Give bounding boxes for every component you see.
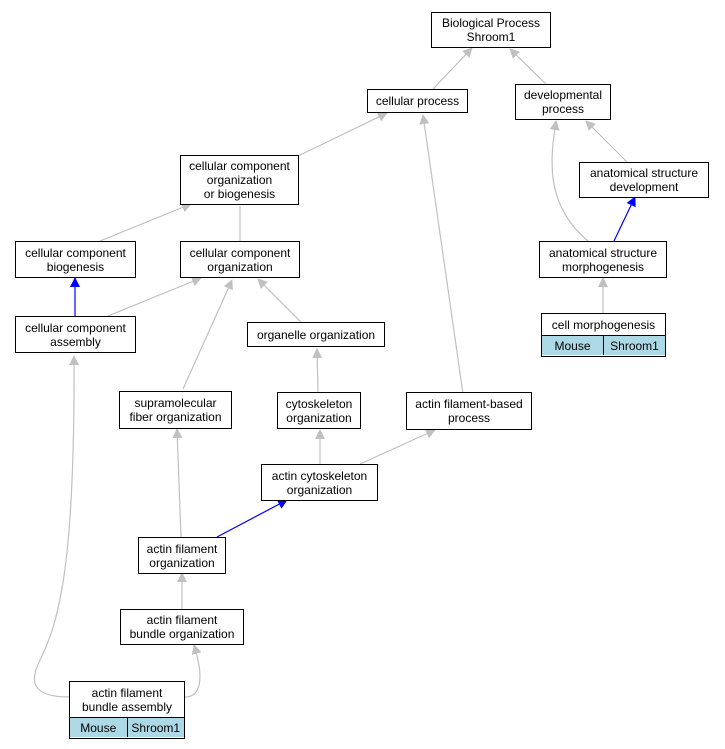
node-label: actin filament bundle assembly	[81, 685, 173, 714]
node-label: cell morphogenesis	[551, 317, 656, 332]
edge-developmental-to-bp	[509, 48, 547, 85]
edge-afo-to-aco	[216, 499, 288, 538]
node-label: cellular component organization or bioge…	[189, 159, 290, 201]
node-label: developmental process	[523, 88, 603, 116]
edge-ccb-to-ccob	[99, 202, 192, 242]
edge-supra-to-cco	[182, 279, 233, 390]
edge-organelle-to-cco	[257, 278, 302, 323]
node-label: cellular process	[375, 94, 460, 108]
edge-asm-to-developmental	[549, 120, 589, 242]
edge-aco-to-afbp	[359, 429, 436, 465]
species-cell: Mouse	[542, 336, 603, 355]
gene-cell: Shroom1	[126, 718, 184, 737]
node-label: cellular component biogenesis	[25, 245, 126, 274]
edge-cyto-to-organelle	[312, 348, 323, 393]
node-biological-process[interactable]: Biological Process Shroom1	[431, 12, 551, 48]
edge-afbp-to-cellular-process	[419, 114, 464, 395]
node-label: actin filament-based process	[415, 397, 523, 425]
node-label: anatomical structure morphogenesis	[548, 245, 658, 274]
node-cellular-component-assembly[interactable]: cellular component assembly	[15, 316, 136, 353]
node-developmental-process[interactable]: developmental process	[515, 84, 611, 120]
node-organelle-organization[interactable]: organelle organization	[247, 322, 385, 347]
node-cytoskeleton-organization[interactable]: cytoskeleton organization	[277, 392, 361, 429]
gene-cell: Shroom1	[603, 336, 665, 355]
annotated-node-actin-filament-bundle-assembly[interactable]: actin filament bundle assembly Mouse Shr…	[69, 681, 185, 739]
node-actin-cytoskeleton-organization[interactable]: actin cytoskeleton organization	[261, 464, 378, 501]
node-actin-filament-based-process[interactable]: actin filament-based process	[406, 392, 532, 430]
annotation-row: Mouse Shroom1	[542, 335, 665, 355]
node-cellular-component-organization[interactable]: cellular component organization	[180, 241, 300, 278]
edge-cellular-process-to-bp	[432, 47, 473, 90]
node-label: organelle organization	[256, 327, 376, 342]
edge-ccob-to-cellular-process	[297, 112, 388, 157]
edge-asd-to-developmental	[585, 120, 628, 163]
annotated-node-cell-morphogenesis[interactable]: cell morphogenesis Mouse Shroom1	[541, 313, 666, 357]
node-label: actin filament organization	[146, 541, 218, 570]
node-anatomical-structure-development[interactable]: anatomical structure development	[579, 162, 709, 198]
node-label: cellular component organization	[189, 245, 291, 274]
node-label: cellular component assembly	[25, 320, 126, 349]
annotation-row: Mouse Shroom1	[70, 717, 184, 737]
node-label: cytoskeleton organization	[285, 396, 353, 425]
edge-cca-to-cco	[107, 276, 202, 317]
node-cellular-component-organization-or-biogenesis[interactable]: cellular component organization or bioge…	[180, 155, 299, 205]
edge-afba-to-afbo	[184, 644, 202, 698]
node-actin-filament-bundle-organization[interactable]: actin filament bundle organization	[120, 609, 244, 645]
edge-afba-to-cca	[33, 355, 80, 698]
node-label: Biological Process Shroom1	[441, 16, 541, 44]
node-cellular-process[interactable]: cellular process	[367, 89, 468, 113]
edge-asm-to-asd	[613, 196, 636, 242]
node-actin-filament-organization[interactable]: actin filament organization	[138, 537, 226, 574]
node-supramolecular-fiber-organization[interactable]: supramolecular fiber organization	[119, 391, 232, 429]
node-label: supramolecular fiber organization	[129, 396, 222, 424]
node-label: actin cytoskeleton organization	[271, 468, 368, 497]
edge-afo-to-supra	[172, 428, 183, 538]
node-label: anatomical structure development	[589, 166, 699, 194]
node-anatomical-structure-morphogenesis[interactable]: anatomical structure morphogenesis	[539, 241, 667, 278]
node-cellular-component-biogenesis[interactable]: cellular component biogenesis	[15, 241, 136, 278]
species-cell: Mouse	[70, 718, 127, 737]
node-label: actin filament bundle organization	[129, 613, 235, 641]
